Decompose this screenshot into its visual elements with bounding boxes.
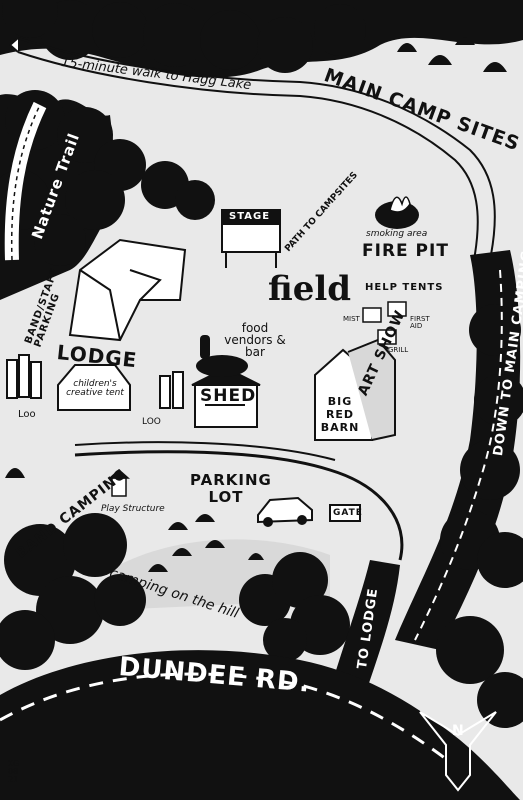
top-trees (0, 0, 523, 78)
stage-label: STAGE (229, 211, 271, 222)
first-aid-label: FIRST AID (410, 315, 430, 330)
loo-left-label: Loo (18, 409, 36, 420)
shed-building (191, 366, 261, 428)
lodge-building (68, 238, 187, 342)
gate-sign (329, 504, 361, 522)
grill-label: GRILL (388, 346, 409, 354)
car (257, 496, 313, 527)
top-tents (397, 37, 507, 72)
hill-tents (148, 514, 264, 572)
big-red-barn (314, 338, 396, 441)
trail-arrow (8, 37, 19, 53)
shed-label: SHED (200, 386, 257, 406)
logo-letter: N (452, 723, 465, 739)
hagg-lake-trail (17, 37, 496, 261)
loo-shed-label: LOO (142, 417, 161, 427)
bottom-right-trees (436, 616, 523, 728)
bottom-left-trees (0, 513, 146, 670)
main-camping-road (395, 250, 523, 650)
fire-pit (375, 196, 419, 229)
food-vendors-label: food vendors & bar (224, 321, 286, 359)
artist-signature: KG 08 21 (8, 759, 20, 784)
childrens-tent-label: children's creative tent (66, 379, 124, 398)
field-label: field (268, 269, 352, 309)
bottom-mid-trees (239, 552, 350, 662)
fire-pit-label: FIRE PIT (362, 241, 449, 261)
childrens-tent (57, 364, 131, 411)
help-tents-label: HELP TENTS (365, 282, 444, 293)
big-red-barn-label: BIG RED BARN (320, 395, 360, 435)
mist-label: MIST (343, 315, 360, 323)
play-structure-label: Play Structure (101, 504, 165, 514)
loo-left (6, 354, 42, 399)
food-vendor-sign (196, 335, 248, 377)
band-camping-tent (5, 468, 25, 478)
stage-building (221, 209, 281, 268)
dundee-road (0, 650, 520, 800)
fire-pit-note: smoking area (366, 229, 428, 239)
bird-logo (419, 711, 497, 792)
help-tents (362, 301, 407, 345)
play-structure (108, 468, 130, 497)
loo-shed (159, 371, 184, 409)
gate-label: GATE (333, 508, 363, 518)
to-lodge-road (330, 560, 400, 695)
parking-lot-label: PARKING LOT (190, 471, 272, 506)
